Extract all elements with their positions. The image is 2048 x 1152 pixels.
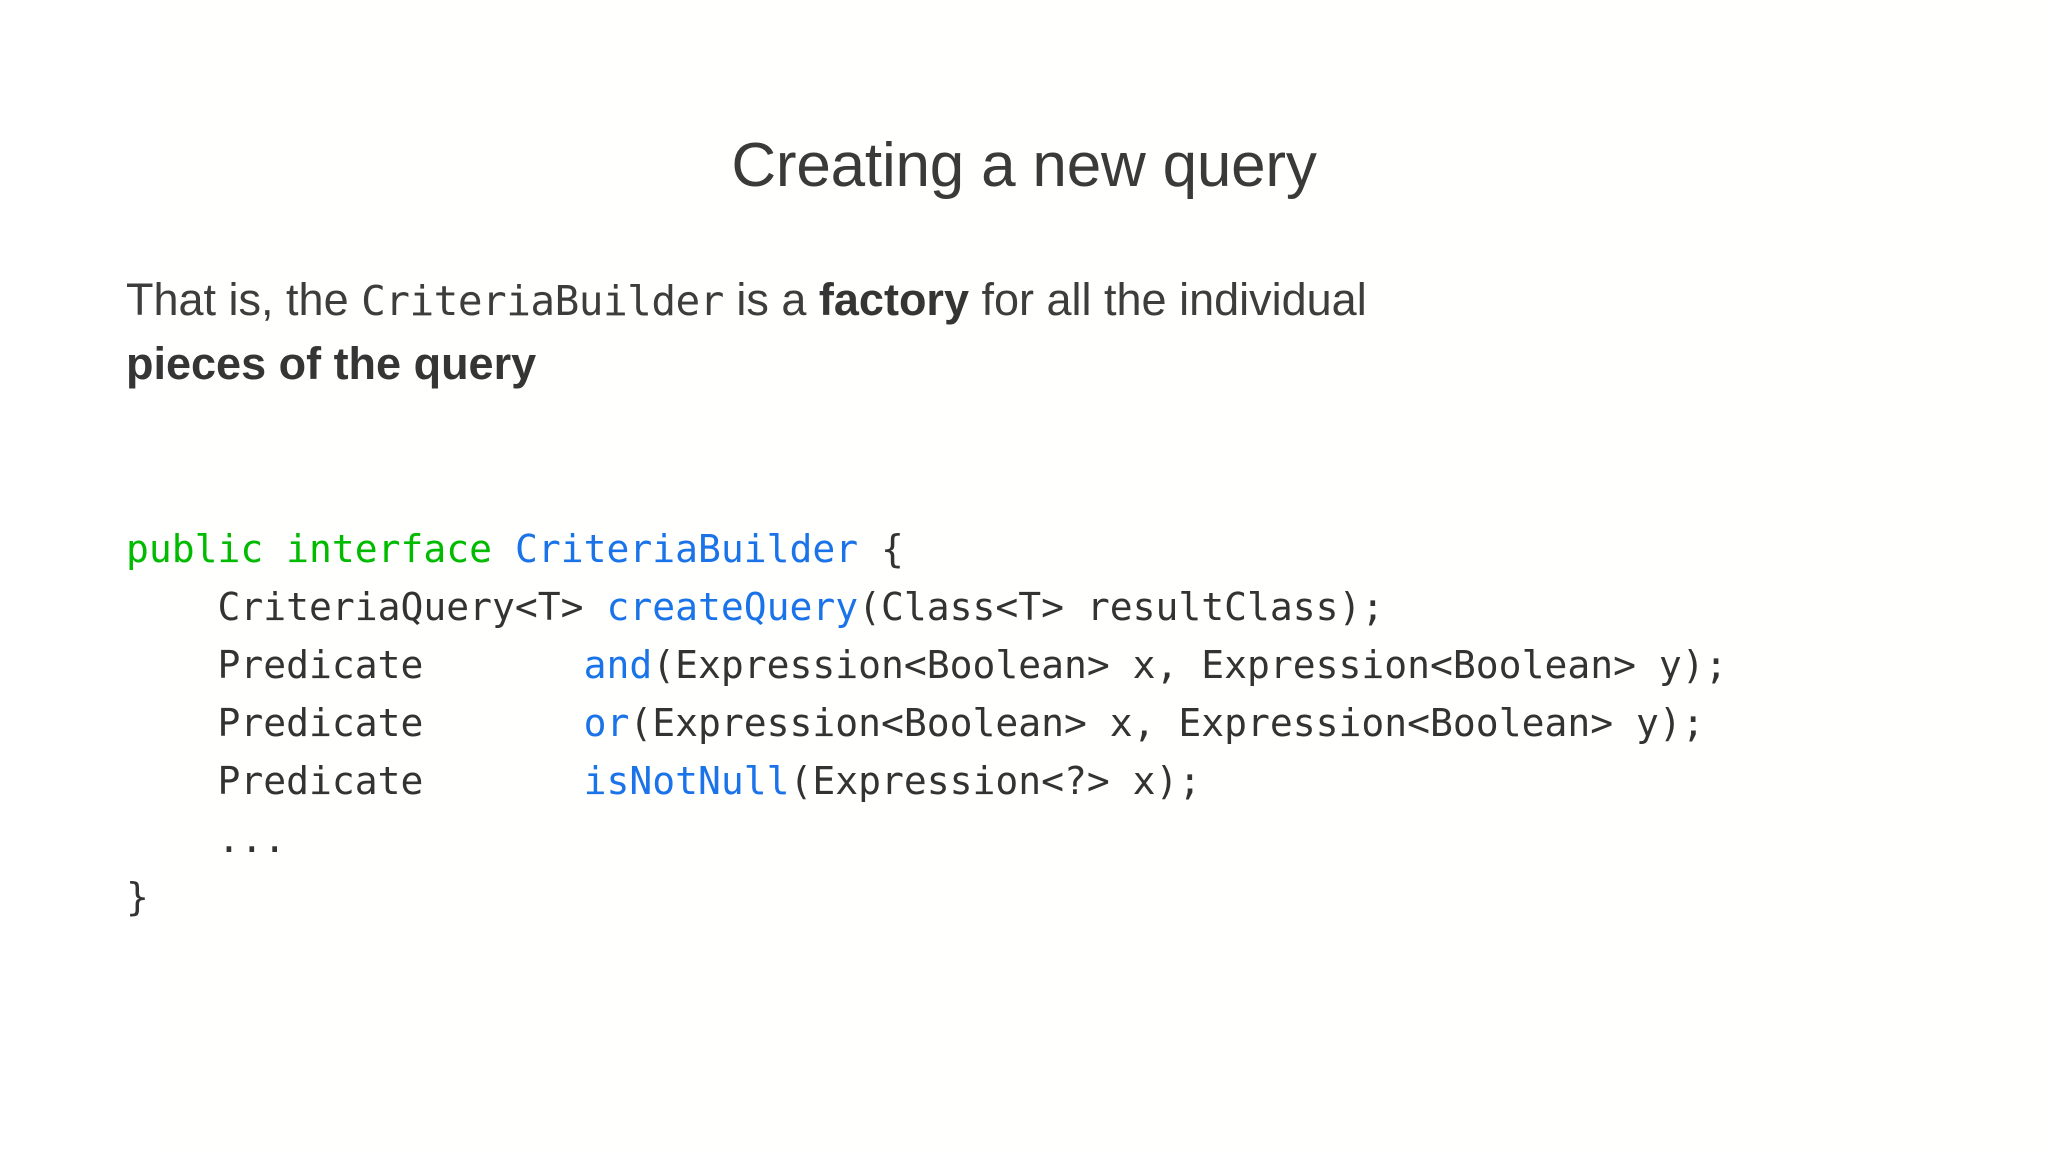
code-token: createQuery <box>606 585 859 629</box>
code-token: public interface <box>126 527 515 571</box>
code-token: Predicate <box>126 759 584 803</box>
body-text-mid: is a <box>723 274 819 325</box>
line-create-query: CriteriaQuery<T> createQuery(Class<T> re… <box>126 578 1996 636</box>
body-text-suffix: for all the individual <box>968 274 1367 325</box>
code-token: Predicate <box>126 701 584 745</box>
code-token: CriteriaBuilder <box>514 527 859 571</box>
body-emphasis-factory: factory <box>818 274 969 325</box>
code-token: isNotNull <box>583 759 790 803</box>
inline-code-criteriabuilder: CriteriaBuilder <box>361 277 724 325</box>
code-lines-container: public interface CriteriaBuilder { Crite… <box>126 520 1996 926</box>
line-ellipsis: ... <box>126 810 1996 868</box>
code-token: and <box>583 643 653 687</box>
line-or: Predicate or(Expression<Boolean> x, Expr… <box>126 694 1996 752</box>
line-interface-decl: public interface CriteriaBuilder { <box>126 520 1996 578</box>
code-token: (Expression<Boolean> x, Expression<Boole… <box>629 701 1705 745</box>
line-close-brace: } <box>126 868 1996 926</box>
body-paragraph: That is, the CriteriaBuilder is a factor… <box>126 268 1926 396</box>
code-token: (Expression<Boolean> x, Expression<Boole… <box>652 643 1728 687</box>
code-token: ... <box>126 817 287 861</box>
code-token: (Expression<?> x); <box>789 759 1202 803</box>
code-block: public interface CriteriaBuilder { Crite… <box>126 520 1996 926</box>
code-token: or <box>583 701 630 745</box>
code-token: { <box>858 527 904 571</box>
body-text-prefix: That is, the <box>126 274 362 325</box>
code-token: CriteriaQuery<T> <box>126 585 607 629</box>
code-token: } <box>126 875 149 919</box>
code-token: (Class<T> resultClass); <box>858 585 1385 629</box>
page-title: Creating a new query <box>731 130 1317 200</box>
line-is-not-null: Predicate isNotNull(Expression<?> x); <box>126 752 1996 810</box>
body-text-block: That is, the CriteriaBuilder is a factor… <box>126 268 1926 396</box>
code-token: Predicate <box>126 643 584 687</box>
body-emphasis-pieces-of-the-query: pieces of the query <box>126 337 537 389</box>
line-and: Predicate and(Expression<Boolean> x, Exp… <box>126 636 1996 694</box>
